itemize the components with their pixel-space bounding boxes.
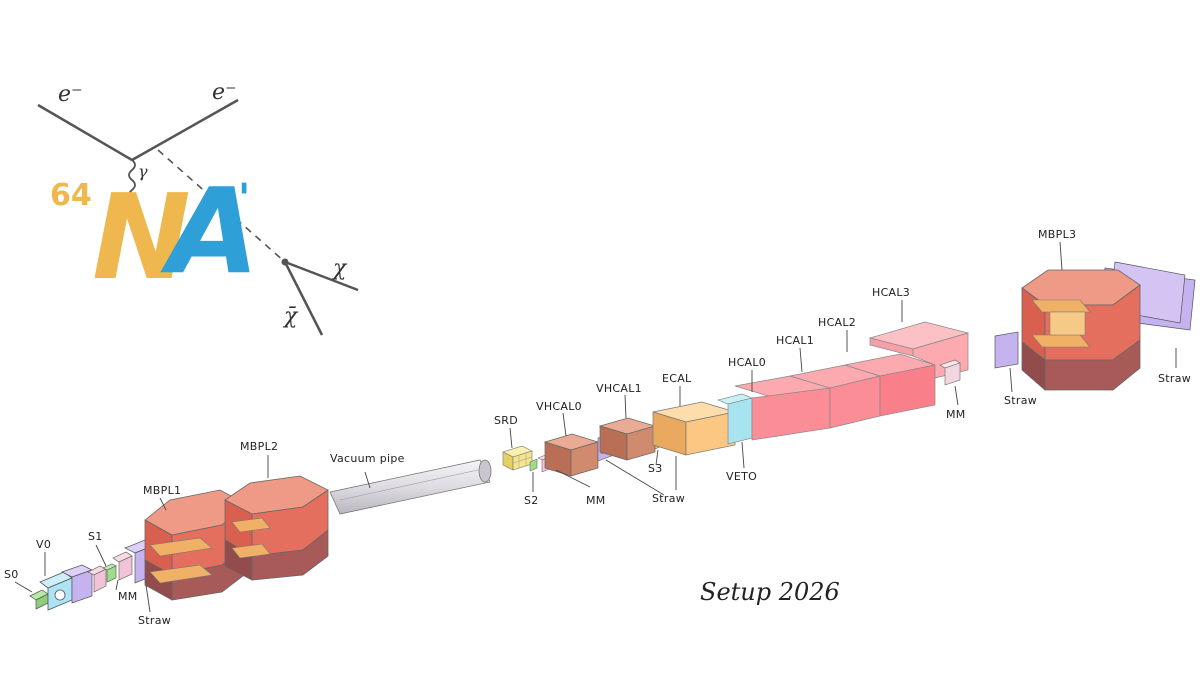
chi-label: χ xyxy=(333,256,347,281)
srd-detector xyxy=(502,445,533,471)
magnet-mbpl3 xyxy=(1021,261,1196,391)
magnet-mbpl2 xyxy=(224,475,329,581)
label-mm-3: MM xyxy=(946,408,966,421)
label-hcal3: HCAL3 xyxy=(872,286,911,299)
setup-caption: Setup 2026 xyxy=(700,578,840,606)
label-s1: S1 xyxy=(88,530,103,543)
label-mm-2: MM xyxy=(586,494,606,507)
electron-out-label: e⁻ xyxy=(212,80,237,105)
label-s3: S3 xyxy=(648,462,663,475)
label-s0: S0 xyxy=(4,568,19,581)
label-hcal1: HCAL1 xyxy=(776,334,815,347)
label-veto: VETO xyxy=(726,470,758,483)
hcal-blocks xyxy=(734,321,970,441)
logo-letter-a: A xyxy=(168,162,260,300)
vacuum-pipe xyxy=(329,459,492,515)
label-straw-2: Straw xyxy=(652,492,686,505)
feynman-diagram xyxy=(37,98,359,336)
label-mm-1: MM xyxy=(118,590,138,603)
label-leaders xyxy=(14,241,1177,613)
label-straw-3: Straw xyxy=(1004,394,1038,407)
label-straw-1: Straw xyxy=(138,614,172,627)
ecal-block xyxy=(652,401,736,456)
label-straw-4: Straw xyxy=(1158,372,1192,385)
label-mbpl1: MBPL1 xyxy=(143,484,182,497)
logo-prime: ' xyxy=(238,176,251,222)
label-hcal2: HCAL2 xyxy=(818,316,857,329)
label-ecal: ECAL xyxy=(662,372,692,385)
label-vhcal0: VHCAL0 xyxy=(536,400,582,413)
label-vacuum-pipe: Vacuum pipe xyxy=(330,452,405,465)
label-srd: SRD xyxy=(494,414,518,427)
label-mbpl3: MBPL3 xyxy=(1038,228,1077,241)
label-vhcal1: VHCAL1 xyxy=(596,382,642,395)
vhcal0-block xyxy=(543,433,600,477)
electron-in-label: e⁻ xyxy=(58,82,83,107)
logo-superscript: 64 xyxy=(50,178,92,213)
label-hcal0: HCAL0 xyxy=(728,356,767,369)
straw-downstream xyxy=(994,331,1019,369)
vhcal1-block xyxy=(598,417,657,461)
label-mbpl2: MBPL2 xyxy=(240,440,279,453)
label-s2: S2 xyxy=(524,494,539,507)
chi-bar-label: χ̄ xyxy=(284,304,298,329)
gamma-label: γ xyxy=(138,162,148,181)
mm-downstream xyxy=(939,359,961,386)
logo-letter-n: N xyxy=(92,168,191,306)
label-v0: V0 xyxy=(36,538,52,551)
